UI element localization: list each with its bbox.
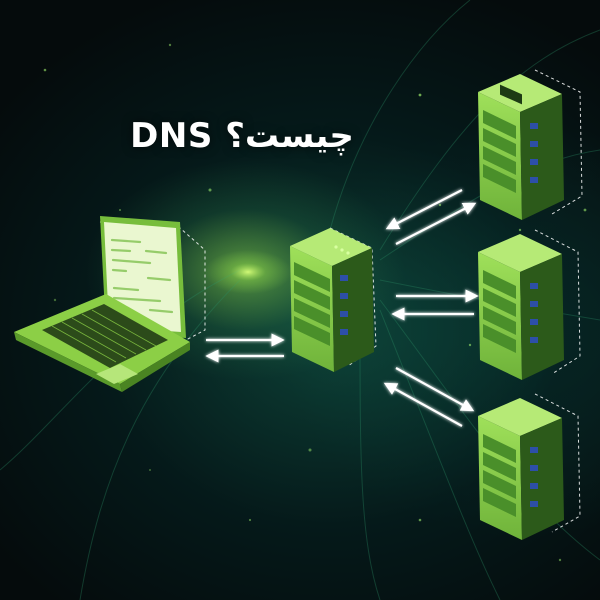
connection-arrows [205,189,479,427]
nameserver-bottom-icon [478,393,581,540]
nameserver-middle-icon [478,229,581,380]
bottom-server-to-resolver-arrow [383,382,463,427]
resolver-server-units [294,262,330,346]
connection-glow [204,250,292,294]
page-title: DNS چیست؟ [130,116,354,156]
laptop-icon [14,216,206,392]
top-server-to-resolver-arrow [385,189,463,230]
nameserver-top-icon [478,69,583,220]
resolver-to-bottom-server-arrow [395,367,475,412]
resolver-to-top-server-arrow [395,202,477,245]
resolver-server-icon [290,227,377,372]
background-particles [43,43,587,562]
